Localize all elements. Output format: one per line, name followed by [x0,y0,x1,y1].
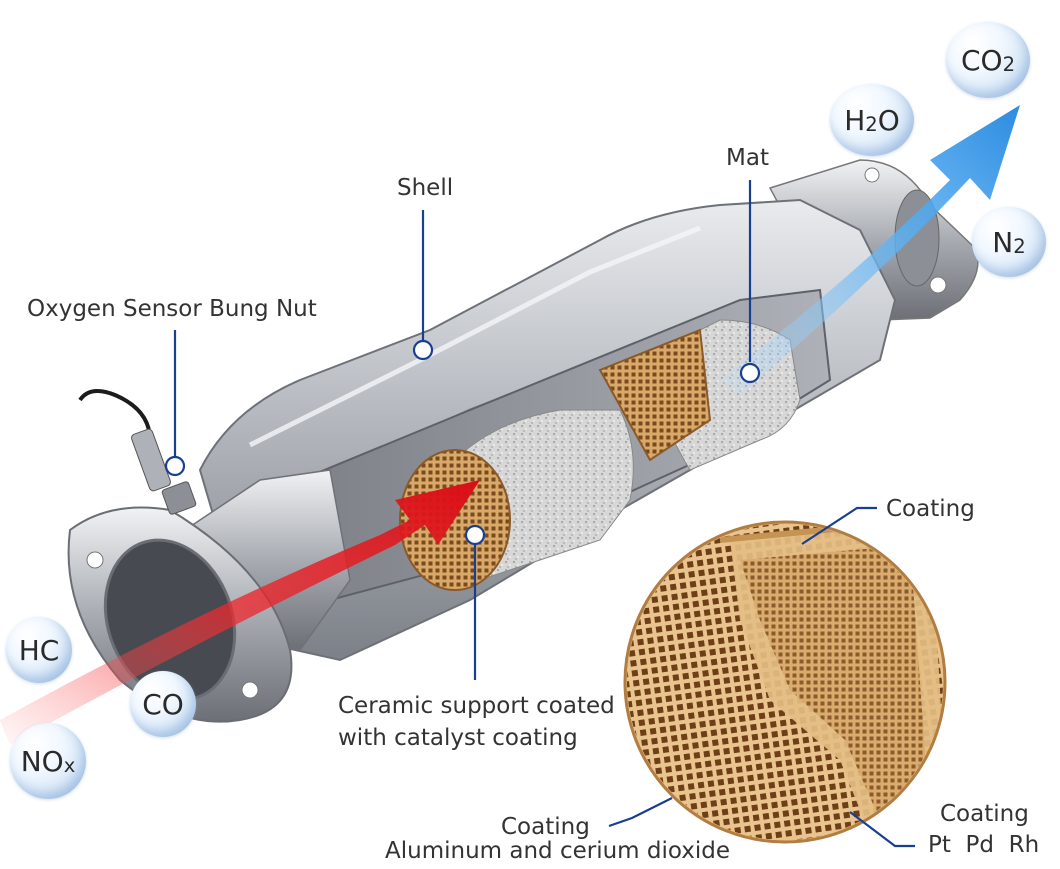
coating-bottom-detail: Aluminum and cerium dioxide [385,838,730,864]
co2-subscript: 2 [1002,53,1016,77]
clean-outflow-arrow [720,105,1020,395]
n2-text: N [992,225,1014,259]
coating-right-title: Coating [940,801,1029,827]
nox-text: NO [20,744,64,778]
h2o-subscript: 2 [865,113,878,137]
co-text: CO [142,687,184,721]
exhaust-inflow-arrow [0,480,480,745]
mat-anchor [739,362,761,384]
ceramic-support-label-line2: with catalyst coating [338,725,578,751]
hc-molecule-bubble: HC [6,617,72,683]
coating-bottom-title: Coating [501,814,590,840]
mat-label: Mat [726,145,769,171]
honeycomb-magnified-inset [623,520,947,844]
callout-lines [173,180,915,848]
h2o-text-o: O [877,103,900,137]
co2-text: CO [960,43,1003,77]
oxygen-sensor-label: Oxygen Sensor Bung Nut [27,296,317,322]
nox-subscript: x [63,754,76,778]
oxygen-sensor [78,389,197,515]
shell-anchor [412,339,434,361]
coating-right-detail: Pt Pd Rh [928,832,1040,858]
ceramic-support-label-line1: Ceramic support coated [338,693,615,719]
hc-text: HC [18,633,60,667]
sensor-anchor [164,455,186,477]
co-molecule-bubble: CO [130,671,196,737]
ceramic-anchor [464,524,486,546]
h2o-text-h: H [844,103,866,137]
n2-subscript: 2 [1013,235,1026,259]
shell-label: Shell [397,175,454,201]
callout-anchor-dots [164,339,761,546]
coating-top-label: Coating [886,496,975,522]
